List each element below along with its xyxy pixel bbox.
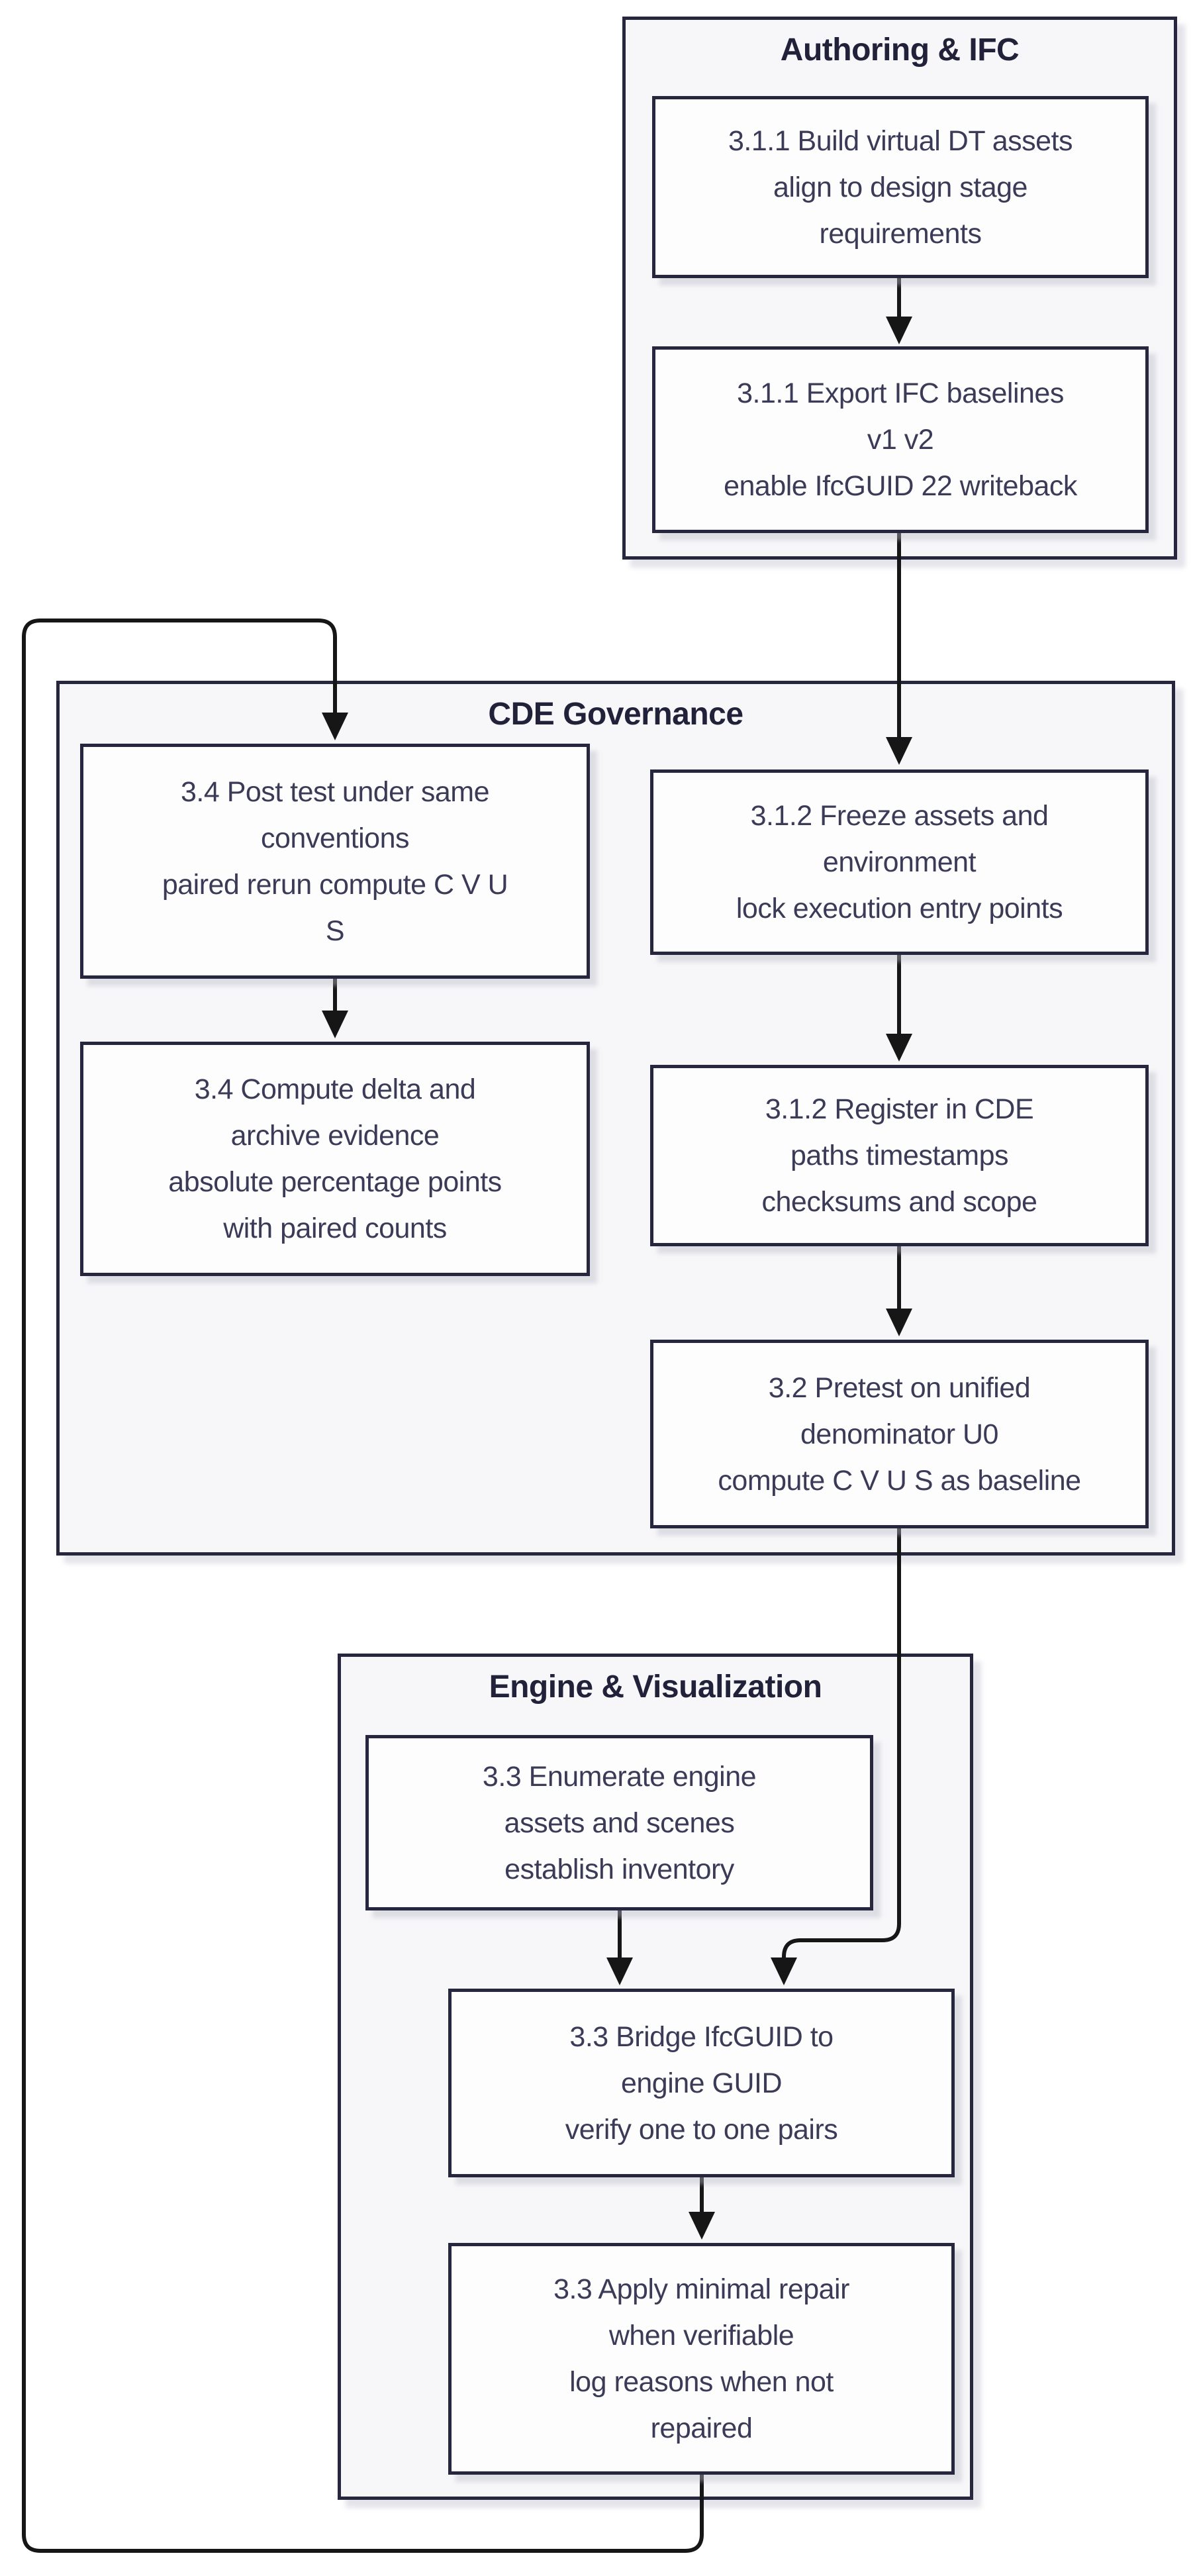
arrowhead-bridge-to-apply xyxy=(689,2212,715,2240)
node-text-line: 3.4 Post test under same xyxy=(180,775,490,808)
arrowhead-register-to-pretest xyxy=(886,1309,912,1336)
node-text-line: S xyxy=(325,915,345,947)
node-text-line: engine GUID xyxy=(620,2067,783,2099)
node-text-line: 3.1.1 Build virtual DT assets xyxy=(728,124,1073,157)
node-text-line: 3.1.1 Export IFC baselines xyxy=(737,377,1064,409)
node-export-ifc-baselines: 3.1.1 Export IFC baselines v1 v2 enable … xyxy=(652,346,1149,533)
node-text-line: conventions xyxy=(261,822,410,854)
node-text-line: 3.4 Compute delta and xyxy=(194,1073,476,1105)
arrowhead-export-to-freeze xyxy=(886,737,912,765)
node-apply-minimal-repair: 3.3 Apply minimal repair when verifiable… xyxy=(448,2243,955,2475)
node-text-line: compute C V U S as baseline xyxy=(718,1464,1081,1497)
node-enumerate-engine-assets: 3.3 Enumerate engine assets and scenes e… xyxy=(365,1735,873,1910)
node-build-virtual-dt-assets: 3.1.1 Build virtual DT assets align to d… xyxy=(652,96,1149,278)
node-text-line: log reasons when not xyxy=(569,2366,834,2398)
node-text-line: requirements xyxy=(819,217,982,250)
node-text-line: 3.1.2 Freeze assets and xyxy=(750,800,1049,832)
node-text-line: 3.3 Bridge IfcGUID to xyxy=(569,2020,834,2053)
arrowhead-enumerate-to-bridge xyxy=(606,1957,633,1985)
node-text-line: with paired counts xyxy=(223,1213,447,1244)
node-text-line: 3.2 Pretest on unified xyxy=(768,1371,1031,1404)
node-text-line: repaired xyxy=(650,2412,753,2444)
arrowhead-build-to-export xyxy=(886,317,912,344)
group-title-engine-visualization: Engine & Visualization xyxy=(489,1669,822,1705)
node-pretest-unified-denominator: 3.2 Pretest on unified denominator U0 co… xyxy=(650,1340,1149,1528)
node-text-line: paths timestamps xyxy=(790,1140,1008,1171)
edge-pretest-to-bridge xyxy=(782,1528,901,1959)
arrowhead-posttest-to-delta xyxy=(322,1011,348,1038)
node-bridge-ifcguid-engine-guid: 3.3 Bridge IfcGUID to engine GUID verify… xyxy=(448,1989,955,2177)
node-text-line: checksums and scope xyxy=(761,1186,1037,1218)
node-compute-delta-archive-evidence: 3.4 Compute delta and archive evidence a… xyxy=(80,1042,590,1276)
edge-apply-to-posttest-feedback-loop xyxy=(22,619,704,2553)
arrowhead-freeze-to-register xyxy=(886,1034,912,1062)
node-text-line: enable IfcGUID 22 writeback xyxy=(724,470,1077,502)
group-title-cde-governance: CDE Governance xyxy=(488,697,743,732)
node-text-line: when verifiable xyxy=(608,2320,794,2352)
node-text-line: verify one to one pairs xyxy=(565,2113,838,2146)
arrowhead-feedback-to-posttest xyxy=(322,713,348,740)
node-text-line: paired rerun compute C V U xyxy=(162,868,508,901)
node-text-line: 3.3 Apply minimal repair xyxy=(553,2273,849,2305)
node-text-line: align to design stage xyxy=(773,171,1028,203)
node-text-line: archive evidence xyxy=(230,1120,440,1152)
node-text-line: 3.3 Enumerate engine xyxy=(482,1760,757,1793)
node-text-line: lock execution entry points xyxy=(736,893,1063,924)
node-text-line: denominator U0 xyxy=(800,1418,998,1450)
group-title-authoring-ifc: Authoring & IFC xyxy=(780,32,1020,68)
node-freeze-assets-environment: 3.1.2 Freeze assets and environment lock… xyxy=(650,769,1149,955)
node-text-line: 3.1.2 Register in CDE xyxy=(765,1093,1034,1125)
node-text-line: assets and scenes xyxy=(504,1807,735,1839)
node-text-line: environment xyxy=(822,846,977,878)
node-text-line: establish inventory xyxy=(504,1853,734,1885)
node-text-line: absolute percentage points xyxy=(168,1166,502,1198)
node-register-in-cde: 3.1.2 Register in CDE paths timestamps c… xyxy=(650,1065,1149,1246)
node-post-test-same-conventions: 3.4 Post test under same conventions pai… xyxy=(80,744,590,979)
node-text-line: v1 v2 xyxy=(867,424,934,456)
arrowhead-pretest-to-bridge xyxy=(771,1957,797,1985)
